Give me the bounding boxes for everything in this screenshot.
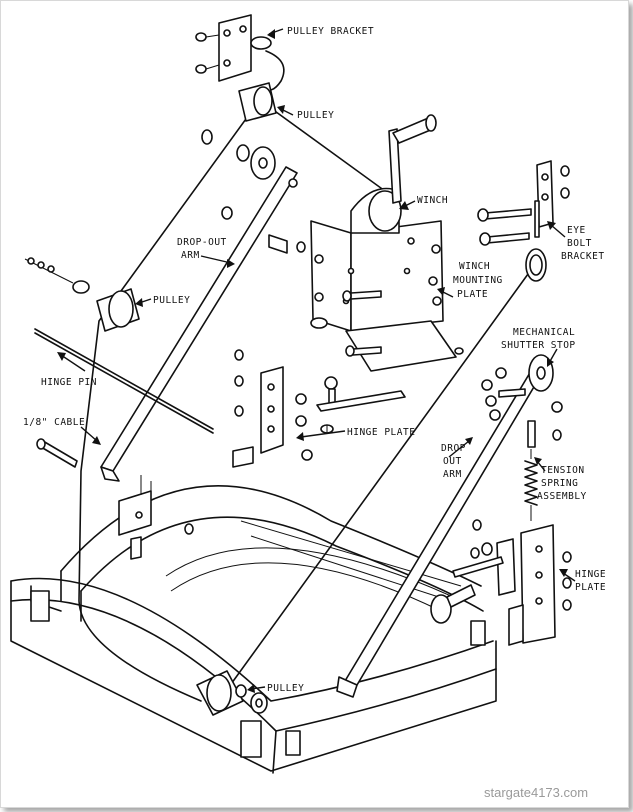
pulley-top — [238, 82, 277, 122]
label-mechanical-stop-1: MECHANICAL — [513, 327, 575, 338]
label-winch-mount-1: WINCH — [459, 261, 490, 272]
watermark: stargate4173.com — [484, 785, 588, 800]
labels: PULLEY BRACKET PULLEY WINCH EYE BOLT BRA… — [23, 26, 606, 694]
label-eye-bolt-1: EYE — [567, 225, 586, 236]
label-hinge-pin: HINGE PIN — [41, 377, 97, 388]
hinge-plate-right — [430, 519, 572, 646]
pulley-bracket — [195, 14, 285, 91]
tension-spring-assembly — [524, 420, 562, 521]
label-winch-mount-2: MOUNTING — [453, 275, 503, 286]
winch — [350, 114, 437, 234]
label-pulley-bracket: PULLEY BRACKET — [287, 26, 374, 37]
hinge-plate-center — [232, 349, 313, 468]
cable-bolt — [36, 438, 78, 468]
drop-out-arm-left — [100, 166, 298, 482]
label-mechanical-stop-2: SHUTTER STOP — [501, 340, 576, 351]
label-drop-out-arm-right-3: ARM — [443, 469, 462, 480]
label-hinge-plate-right-2: PLATE — [575, 582, 606, 593]
pulley-bottom — [196, 670, 268, 716]
label-tension-3: ASSEMBLY — [537, 491, 587, 502]
label-pulley-bottom: PULLEY — [267, 683, 304, 694]
label-drop-out-arm-right-2: OUT — [443, 456, 462, 467]
winch-mounting-plate — [310, 220, 457, 372]
label-cable: 1/8" CABLE — [23, 417, 85, 428]
label-drop-out-arm-left-2: ARM — [181, 250, 200, 261]
label-eye-bolt-2: BOLT — [567, 238, 592, 249]
arm-pivot-bracket — [118, 475, 194, 560]
label-eye-bolt-3: BRACKET — [561, 251, 605, 262]
label-tension-1: TENSION — [541, 465, 585, 476]
label-drop-out-arm-right-1: DROP — [441, 443, 466, 454]
stop-linkage — [316, 376, 406, 434]
label-tension-2: SPRING — [541, 478, 578, 489]
leader-arrows — [57, 28, 576, 693]
label-drop-out-arm-left-1: DROP-OUT — [177, 237, 227, 248]
label-pulley-left: PULLEY — [153, 295, 190, 306]
drop-out-arm-right — [336, 370, 542, 698]
base-frame — [10, 485, 497, 774]
winch-bolts — [221, 206, 464, 357]
label-pulley-top: PULLEY — [297, 110, 334, 121]
hinge-pin — [34, 328, 214, 434]
pulley-left — [24, 257, 140, 332]
label-winch: WINCH — [417, 195, 448, 206]
washer-stack-top — [201, 129, 276, 180]
eye-bolt-bracket — [477, 160, 570, 282]
label-hinge-plate-center: HINGE PLATE — [347, 427, 415, 438]
label-winch-mount-3: PLATE — [457, 289, 488, 300]
label-hinge-plate-right-1: HINGE — [575, 569, 606, 580]
